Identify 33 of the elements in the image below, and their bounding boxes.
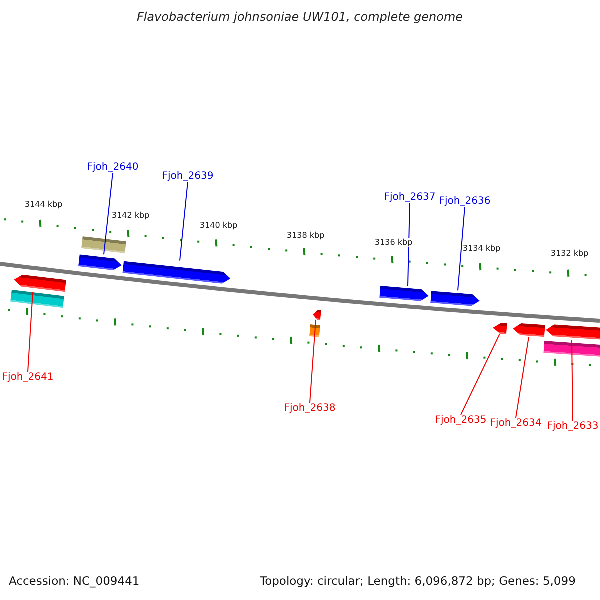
feature-bar: [81, 236, 127, 254]
scale-label: 3138 kbp: [287, 231, 325, 240]
leader-line: [516, 336, 530, 418]
leader-line: [458, 206, 466, 292]
leader-line: [408, 202, 410, 287]
gene-label: Fjoh_2635: [435, 415, 487, 426]
footer-text: Accession: NC_009441: [9, 574, 140, 588]
footer-text: Topology: circular; Length: 6,096,872 bp; Genes: 5,099: [260, 574, 576, 588]
gene-label: Fjoh_2641: [2, 372, 54, 383]
leader-line: [104, 172, 114, 256]
scale-label: 3140 kbp: [200, 221, 238, 230]
scale-label: 3134 kbp: [463, 244, 501, 253]
gene-label: Fjoh_2640: [87, 162, 139, 173]
gene-label: Fjoh_2634: [490, 418, 542, 429]
leader-line: [460, 334, 500, 416]
leader-line: [310, 319, 316, 404]
scale-label: 3132 kbp: [551, 249, 589, 258]
scale-label: 3136 kbp: [375, 238, 413, 247]
gene-label: Fjoh_2639: [162, 171, 214, 182]
gene-label: Fjoh_2633: [547, 421, 599, 432]
leader-line: [180, 182, 188, 262]
feature-bar: [544, 341, 600, 358]
gene-label: Fjoh_2637: [384, 192, 436, 203]
feature-bar: [10, 289, 65, 308]
genome-title: Flavobacterium johnsoniae UW101, complete genome: [136, 10, 464, 24]
gene-label: Fjoh_2636: [439, 196, 491, 207]
gene-label: Fjoh_2638: [284, 403, 336, 414]
leader-line: [572, 340, 574, 422]
leader-line: [28, 291, 34, 372]
scale-label: 3144 kbp: [25, 200, 63, 209]
feature-bar: [309, 324, 321, 338]
gene-block: [312, 309, 322, 320]
scale-label: 3142 kbp: [112, 211, 150, 220]
